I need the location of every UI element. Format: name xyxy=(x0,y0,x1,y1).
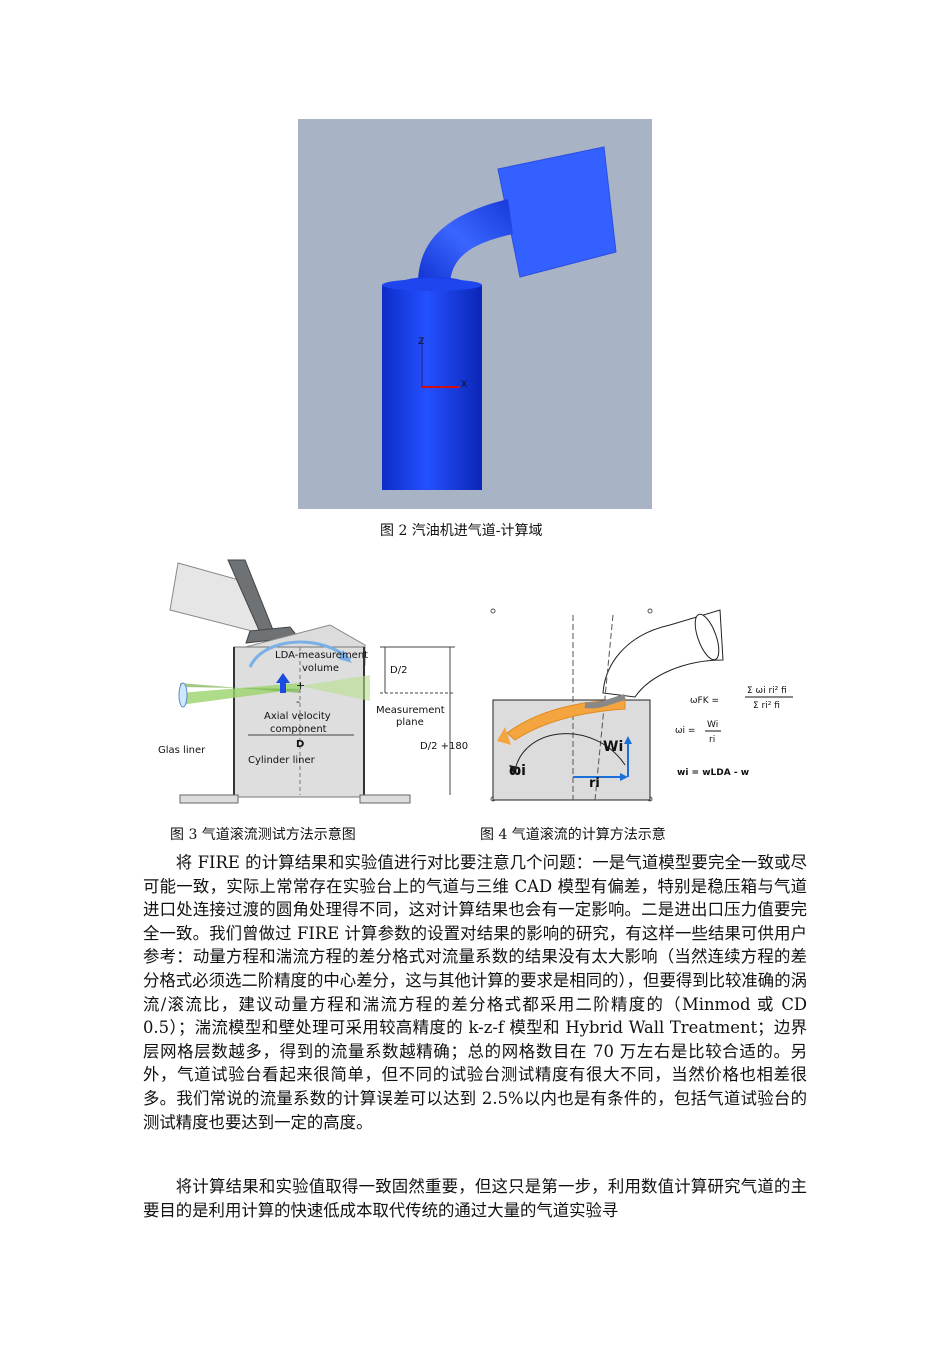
plus-label: + xyxy=(296,679,305,692)
axial-label: Axial velocity xyxy=(264,711,331,722)
omega-fk-label: ωFK = xyxy=(690,696,719,706)
plane-label: plane xyxy=(396,717,424,728)
body-paragraph-2: 将计算结果和实验值取得一致固然重要，但这只是第一步，利用数值计算研究气道的主要目… xyxy=(143,1177,807,1220)
cylinder-liner-label: Cylinder liner xyxy=(248,755,316,766)
volume-label: volume xyxy=(302,663,339,674)
figure-3-diagram: LDA-measurement volume D/2 + - Measureme… xyxy=(150,555,475,805)
figure-2-caption: 图 2 汽油机进气道-计算域 xyxy=(380,523,543,539)
formula-denominator: Σ ri² fi xyxy=(753,701,780,711)
axis-z-label: Z xyxy=(418,337,424,347)
figure-2-image: Z X xyxy=(298,119,652,509)
figure-4-diagram: ωFK = Σ ωi ri² fi Σ ri² fi ωi = Wi ri wi… xyxy=(485,605,805,805)
omega-i-label: ωi xyxy=(509,763,526,779)
lda-label: LDA-measurement xyxy=(275,650,368,661)
omega-i-eq-label: ωi = xyxy=(675,726,695,736)
wi-formula: wi = wLDA - w xyxy=(677,768,749,778)
body-paragraph-1: 将 FIRE 的计算结果和实验值进行对比要注意几个问题：一是气道模型要完全一致或… xyxy=(143,853,807,1132)
formula-numerator: Σ ωi ri² fi xyxy=(747,686,787,696)
d-label: D xyxy=(296,739,304,750)
figure-3-caption: 图 3 气道滚流测试方法示意图 xyxy=(170,827,356,843)
minus-label: - xyxy=(296,695,300,708)
glas-liner-label: Glas liner xyxy=(158,745,206,756)
wi-label: Wi xyxy=(603,739,623,755)
d2-180-label: D/2 +180 xyxy=(420,741,468,752)
d2-label: D/2 xyxy=(390,665,407,676)
ri-label: ri xyxy=(589,776,600,791)
component-label: component xyxy=(270,724,327,735)
ri-fraction-bottom: ri xyxy=(709,735,715,745)
axis-x-label: X xyxy=(461,380,467,390)
wi-fraction-top: Wi xyxy=(707,720,718,730)
measurement-label: Measurement xyxy=(376,705,445,716)
figure-4-caption: 图 4 气道滚流的计算方法示意 xyxy=(480,827,666,843)
